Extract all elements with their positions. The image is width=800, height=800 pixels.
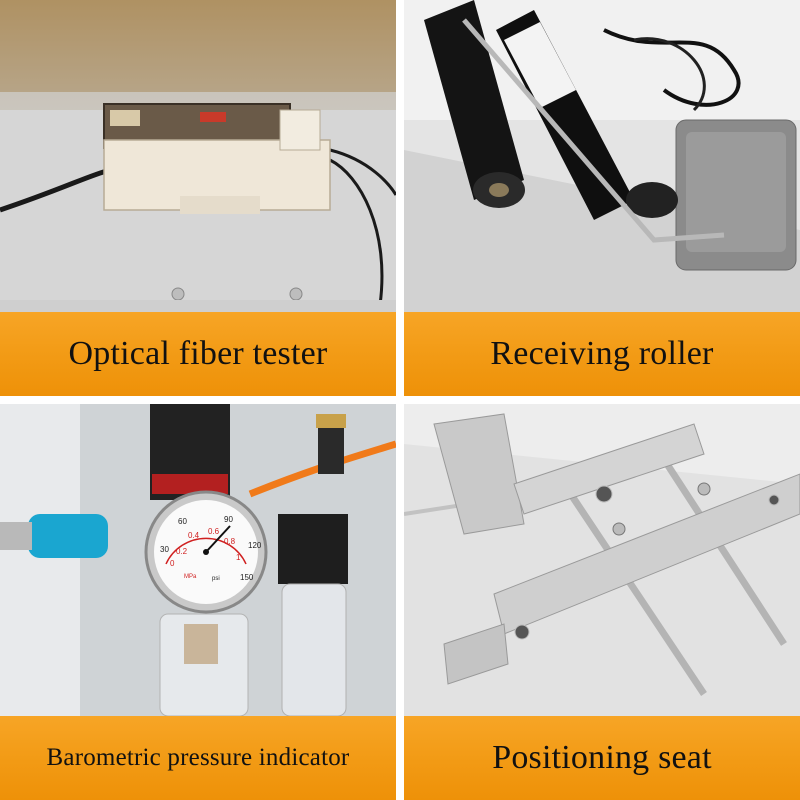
svg-text:30: 30 xyxy=(160,545,169,554)
panel-caption: Optical fiber tester xyxy=(68,335,328,372)
panel-barometric-pressure-indicator: 0 0.2 0.4 0.6 0.8 1 30 60 90 120 150 MPa… xyxy=(0,404,396,800)
gauge-tick-06: 0.6 xyxy=(208,527,220,536)
gauge-tick-02: 0.2 xyxy=(176,547,188,556)
roller-photo xyxy=(404,0,800,312)
caption-banner: Optical fiber tester xyxy=(0,312,396,396)
caption-banner: Barometric pressure indicator xyxy=(0,716,396,800)
caption-banner: Positioning seat xyxy=(404,716,800,800)
panel-receiving-roller: Receiving roller xyxy=(404,0,800,396)
pressure-gauge-photo: 0 0.2 0.4 0.6 0.8 1 30 60 90 120 150 MPa… xyxy=(0,404,396,716)
svg-text:60: 60 xyxy=(178,517,187,526)
svg-text:120: 120 xyxy=(248,541,262,550)
svg-text:150: 150 xyxy=(240,573,254,582)
panel-optical-fiber-tester: Optical fiber tester xyxy=(0,0,396,396)
panel-caption: Receiving roller xyxy=(490,335,714,372)
caption-banner: Receiving roller xyxy=(404,312,800,396)
positioning-seat-photo xyxy=(404,404,800,716)
gauge-tick-1: 1 xyxy=(236,553,241,562)
panel-caption: Positioning seat xyxy=(492,739,712,776)
svg-text:psi: psi xyxy=(212,576,220,582)
gauge-tick-08: 0.8 xyxy=(224,537,236,546)
gauge-face xyxy=(144,490,268,614)
svg-text:MPa: MPa xyxy=(184,574,197,580)
panel-positioning-seat: Positioning seat xyxy=(404,404,800,800)
panel-caption: Barometric pressure indicator xyxy=(46,744,350,771)
fiber-sensor-photo xyxy=(0,0,396,312)
svg-text:90: 90 xyxy=(224,515,233,524)
gauge-tick-04: 0.4 xyxy=(188,531,200,540)
gauge-tick-0: 0 xyxy=(170,559,175,568)
